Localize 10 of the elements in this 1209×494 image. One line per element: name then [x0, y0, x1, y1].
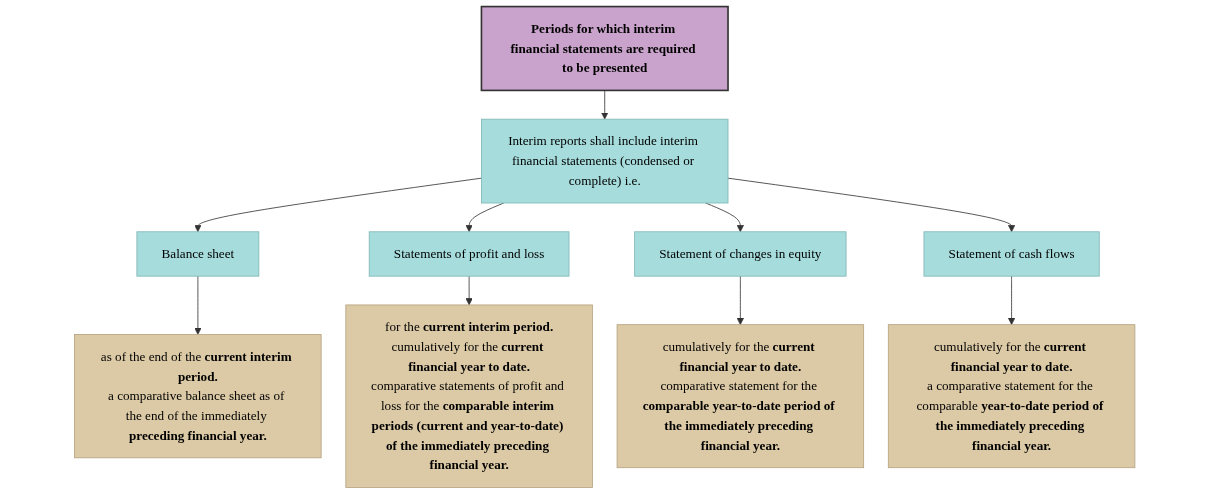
node-box: Periods for which interim financial statements are required to be presented: [480, 5, 729, 92]
node-box: Balance sheet: [136, 231, 260, 277]
node-box: cumulatively for the current financial year to date. a comparative statement for the comparable year-to-date period of the immediately preceding financial year.: [887, 324, 1136, 469]
node-box: for the current interim period. cumulatively for the current financial year to date. comparative statements of profit and loss for the comparable interim periods (current and year-to-date) of the immediately preceding financial year.: [345, 304, 593, 488]
node-box: Statements of profit and loss: [368, 231, 570, 277]
node-box: Statement of changes in equity: [633, 231, 847, 277]
node-box: Interim reports shall include interim financial statements (condensed or complete) i.e.: [480, 118, 729, 204]
node-box: cumulatively for the current financial year to date. comparative statement for the comparable year-to-date period of the immediately preceding financial year.: [616, 324, 864, 469]
node-box: as of the end of the current interim period. a comparative balance sheet as of the end of the immediately preceding financial year.: [73, 334, 322, 459]
node-box: Statement of cash flows: [923, 231, 1100, 277]
